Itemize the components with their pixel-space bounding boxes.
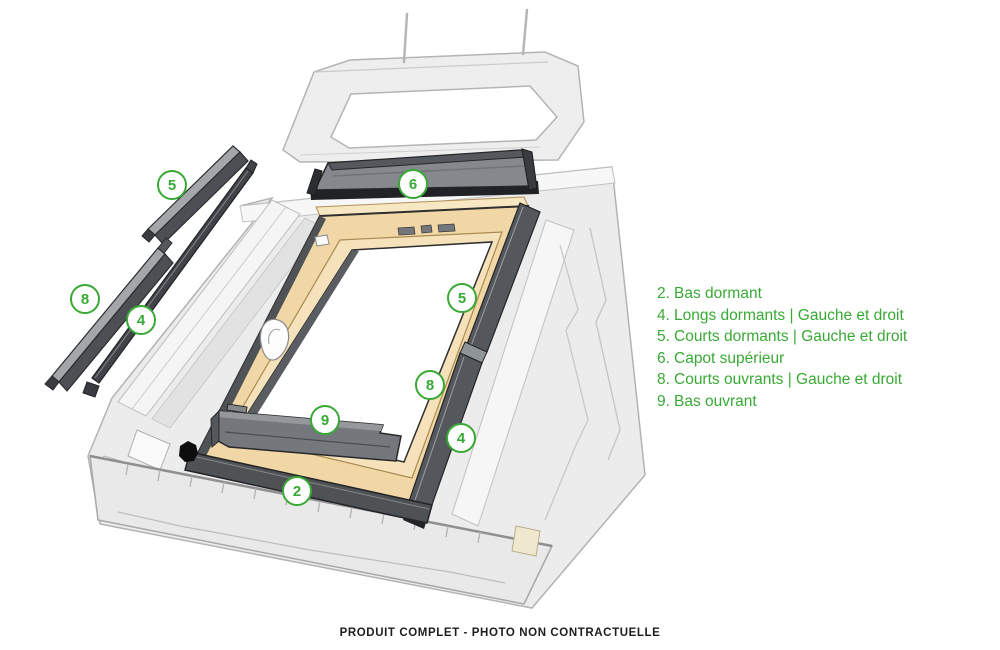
legend-label: Bas dormant: [674, 285, 762, 302]
glass-left-shadow-edge: [241, 250, 359, 427]
corner-clip: [314, 234, 330, 247]
parts-legend: 2. Bas dormant 4. Longs dormants | Gauch…: [657, 283, 907, 412]
legend-number: 8.: [657, 371, 670, 388]
legend-item-2: 2. Bas dormant: [657, 283, 907, 305]
ghost-left-rail-groove: [131, 206, 287, 410]
bas-ouvrant-top-flange: [217, 411, 383, 431]
ghost-bottom-sill: [89, 454, 554, 605]
sill-top-edge: [89, 454, 553, 548]
badge-4-left: 4: [126, 305, 156, 335]
badge-2-bottom: 2: [282, 476, 312, 506]
capot-right-cap: [521, 148, 538, 191]
capot-sheen-line: [332, 165, 525, 177]
top-frame-rail-line: [313, 61, 549, 73]
ghost-right-rail: [451, 219, 575, 527]
right-strip-upper-highlight: [470, 206, 524, 347]
legend-label: Courts ouvrants | Gauche et droit: [674, 371, 903, 388]
badge-4-right: 4: [446, 423, 476, 453]
top-frame-body: [282, 51, 585, 163]
legend-number: 4.: [657, 306, 670, 324]
ghost-right-step-line-1: [544, 244, 589, 521]
badge-8-left: 8: [70, 284, 100, 314]
badge-6-top: 6: [398, 169, 428, 199]
part-9-bas-ouvrant: [210, 403, 402, 462]
right-strip-lower-highlight: [411, 356, 465, 510]
capot-left-cap: [306, 168, 323, 196]
ghost-right-step-line-2: [589, 227, 621, 461]
strip8-front-face: [58, 253, 174, 392]
legend-number: 6.: [657, 349, 670, 367]
legend-label: Courts dormants | Gauche et droit: [674, 328, 908, 345]
legend-label: Longs dormants | Gauche et droit: [674, 306, 904, 324]
bottom-caption: PRODUIT COMPLET - PHOTO NON CONTRACTUELL…: [339, 627, 661, 639]
legend-item-6: 6. Capot supérieur: [657, 348, 907, 370]
strip8-end-fold: [44, 375, 60, 391]
legend-number: 9.: [657, 392, 670, 410]
bas-dormant-highlight: [191, 455, 430, 510]
legend-number: 5.: [657, 328, 670, 345]
bas-ouvrant-fold-line: [224, 431, 391, 448]
top-frame-pin-left: [402, 12, 409, 64]
top-frame-bottom-line: [299, 146, 541, 156]
legend-item-8: 8. Courts ouvrants | Gauche et droit: [657, 369, 907, 391]
badge-9-bottom: 9: [310, 405, 340, 435]
legend-item-5: 5. Courts dormants | Gauche et droit: [657, 326, 907, 348]
legend-item-9: 9. Bas ouvrant: [657, 391, 907, 413]
part-8-left-strip: [44, 237, 174, 392]
bas-ouvrant-left-cap: [210, 409, 220, 449]
strip4-top-hook: [245, 159, 258, 174]
top-frame-pin-right: [521, 8, 529, 56]
legend-label: Capot supérieur: [674, 349, 785, 367]
part-5-right-strip: [459, 202, 541, 364]
ghost-top-frame: [282, 8, 585, 163]
hinge-detail-line: [268, 328, 281, 345]
sill-corner-batten: [511, 525, 541, 557]
strip5-end-fold: [141, 228, 156, 243]
strip4-highlight: [94, 170, 249, 379]
badge-5-right: 5: [447, 283, 477, 313]
strip5-front-face: [154, 151, 249, 245]
legend-item-4: 4. Longs dormants | Gauche et droit: [657, 305, 907, 327]
strip8-top-notch: [157, 237, 173, 254]
hinge-hardware: [259, 318, 290, 361]
badge-8-right: 8: [415, 370, 445, 400]
top-bar-hardware: [397, 223, 456, 236]
part-5-left-strip: [141, 145, 249, 245]
legend-number: 2.: [657, 285, 670, 302]
bas-ouvrant-left-tab: [226, 403, 248, 414]
legend-label: Bas ouvrant: [674, 392, 757, 410]
sill-fold-line: [117, 511, 506, 584]
strip4-bottom-foot: [82, 381, 100, 398]
badge-5-left: 5: [157, 170, 187, 200]
corner-gasket-dot: [179, 441, 198, 462]
